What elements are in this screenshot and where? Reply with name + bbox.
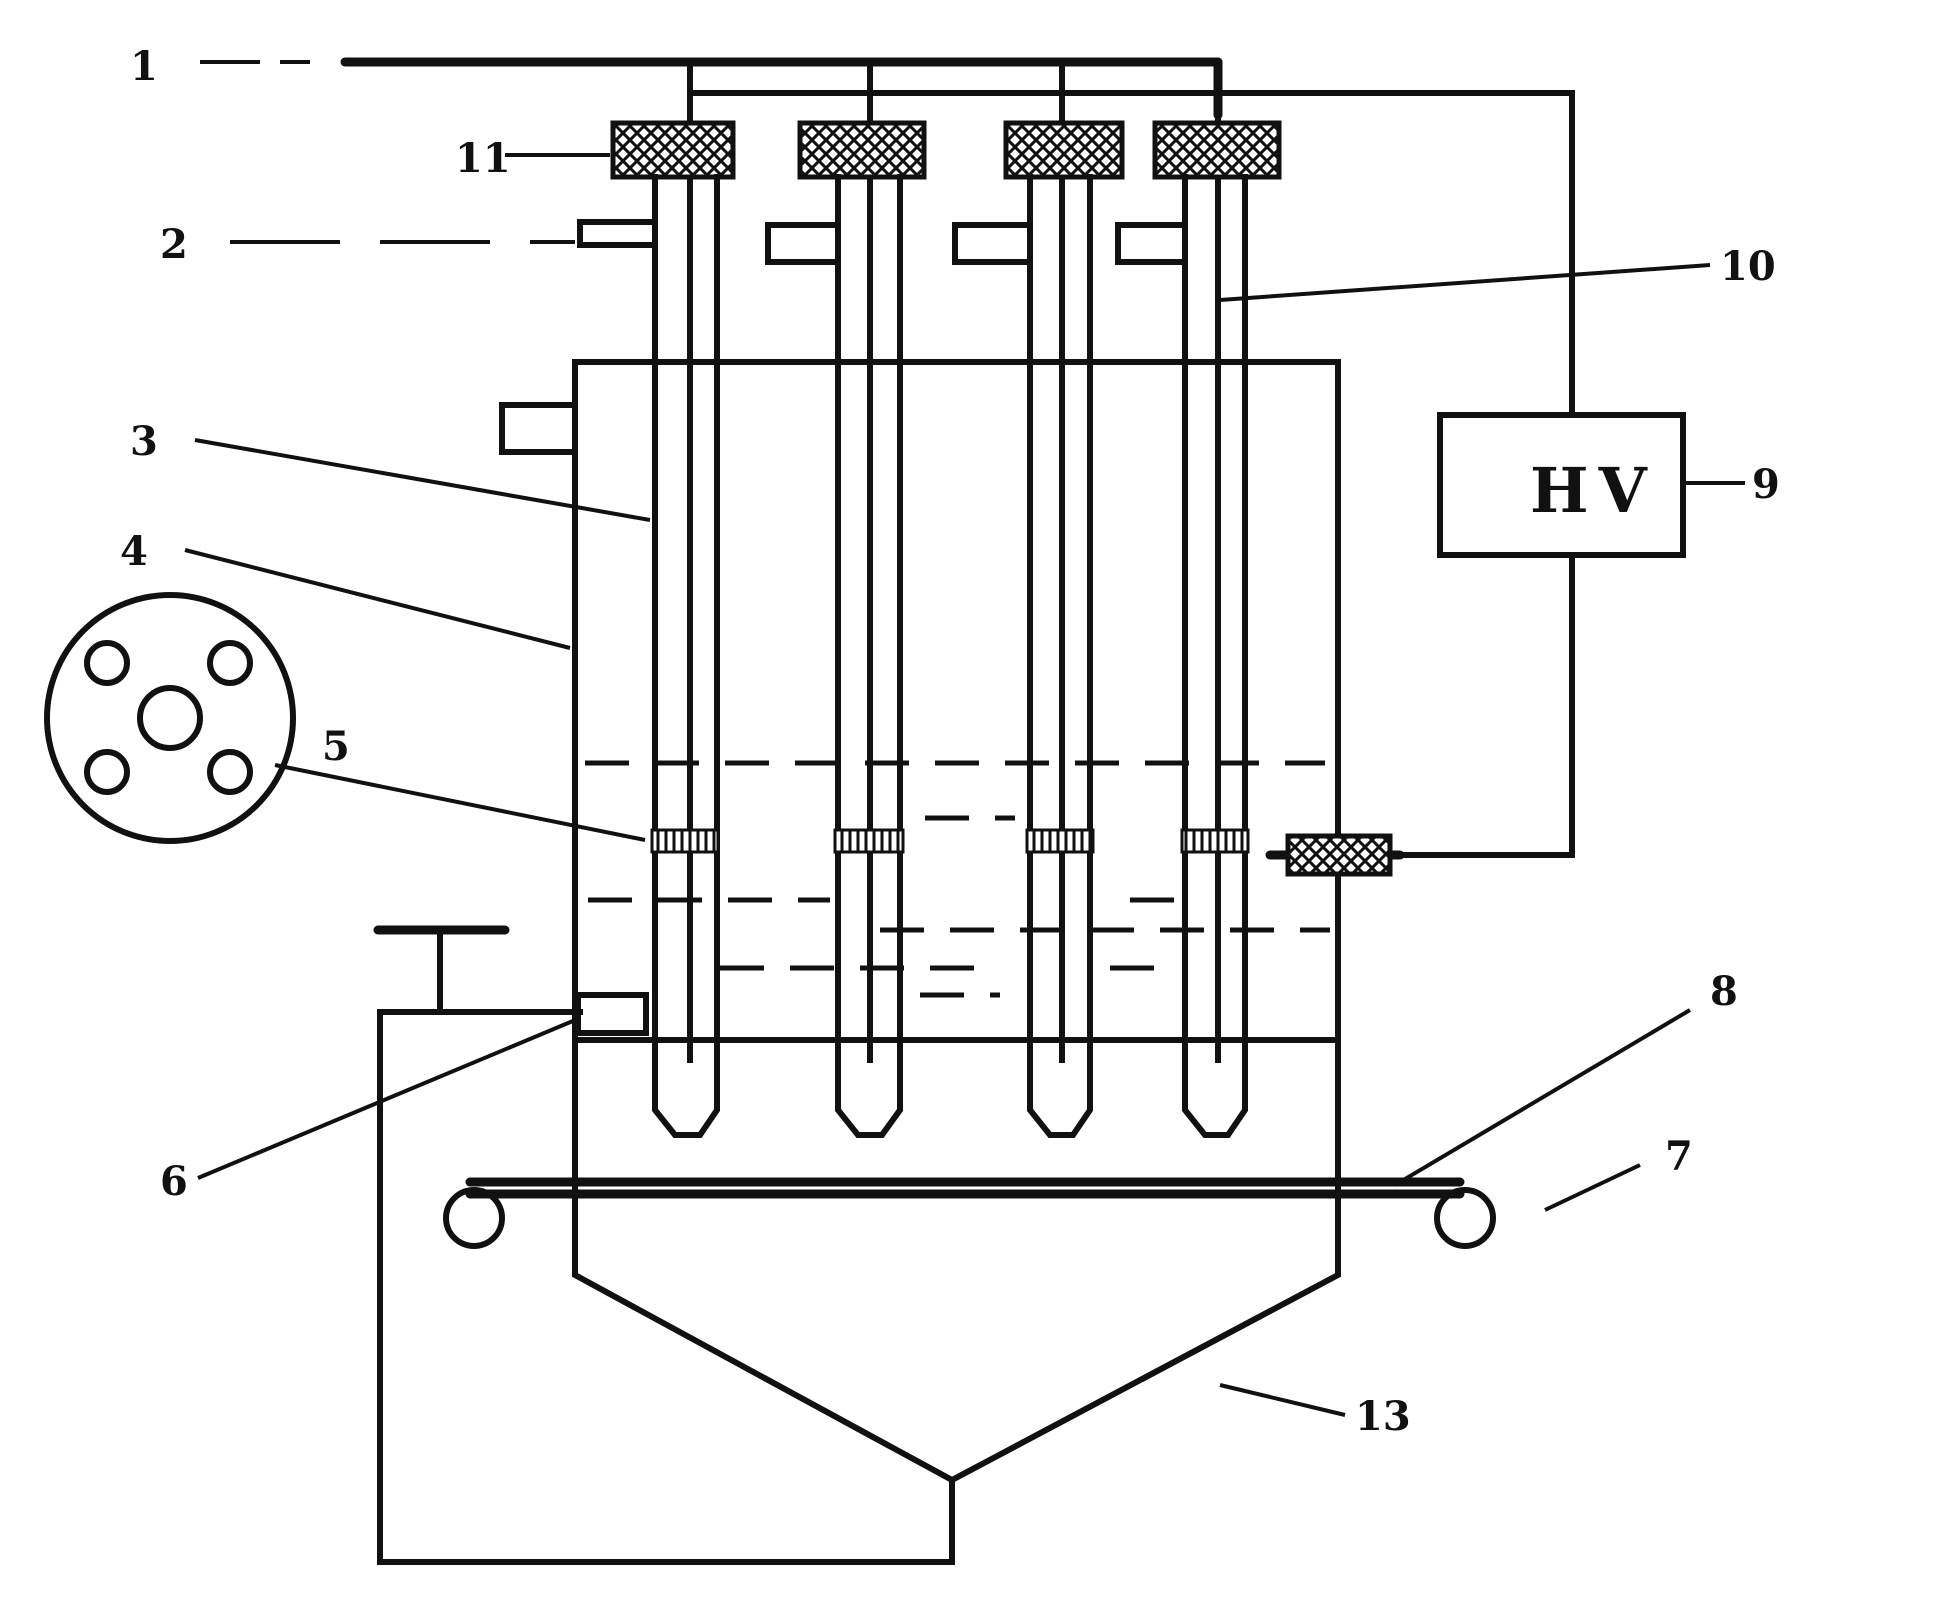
hv-power-supply: HV — [1437, 412, 1686, 558]
collector-belt — [443, 1177, 1496, 1249]
hv-label: HV — [1530, 454, 1657, 527]
top-bus-bar — [340, 57, 1223, 1063]
hv-wiring — [687, 90, 1575, 858]
liquid-level-dashes — [585, 760, 1330, 998]
right-roller — [1434, 1187, 1496, 1249]
left-roller — [443, 1187, 505, 1249]
tube-top-sections — [652, 174, 1248, 283]
label-10: 10 — [1720, 243, 1776, 290]
tube-cross-section-inset — [44, 592, 296, 844]
label-2: 2 — [160, 221, 188, 268]
label-11: 11 — [455, 135, 511, 182]
label-5: 5 — [322, 723, 350, 770]
label-3: 3 — [130, 418, 158, 465]
spinneret-tube-1 — [577, 120, 736, 1138]
label-1: 1 — [130, 43, 158, 90]
part-labels: 1 11 2 10 3 9 4 5 8 7 6 13 — [120, 43, 1780, 1440]
spinneret-tube-3 — [952, 120, 1125, 1138]
label-7: 7 — [1665, 1133, 1693, 1180]
label-13: 13 — [1355, 1393, 1411, 1440]
inlet-fitting — [575, 992, 649, 1036]
leader-lines — [184, 60, 1745, 1417]
label-6: 6 — [160, 1158, 188, 1205]
spinneret-tube-4 — [1115, 120, 1282, 1138]
label-4: 4 — [120, 528, 148, 575]
vessel — [499, 359, 1341, 1484]
side-electrode — [1265, 833, 1405, 877]
recirculation-loop — [373, 925, 955, 1565]
spinneret-tube-2 — [765, 120, 927, 1138]
label-8: 8 — [1710, 968, 1738, 1015]
label-9: 9 — [1752, 461, 1780, 508]
